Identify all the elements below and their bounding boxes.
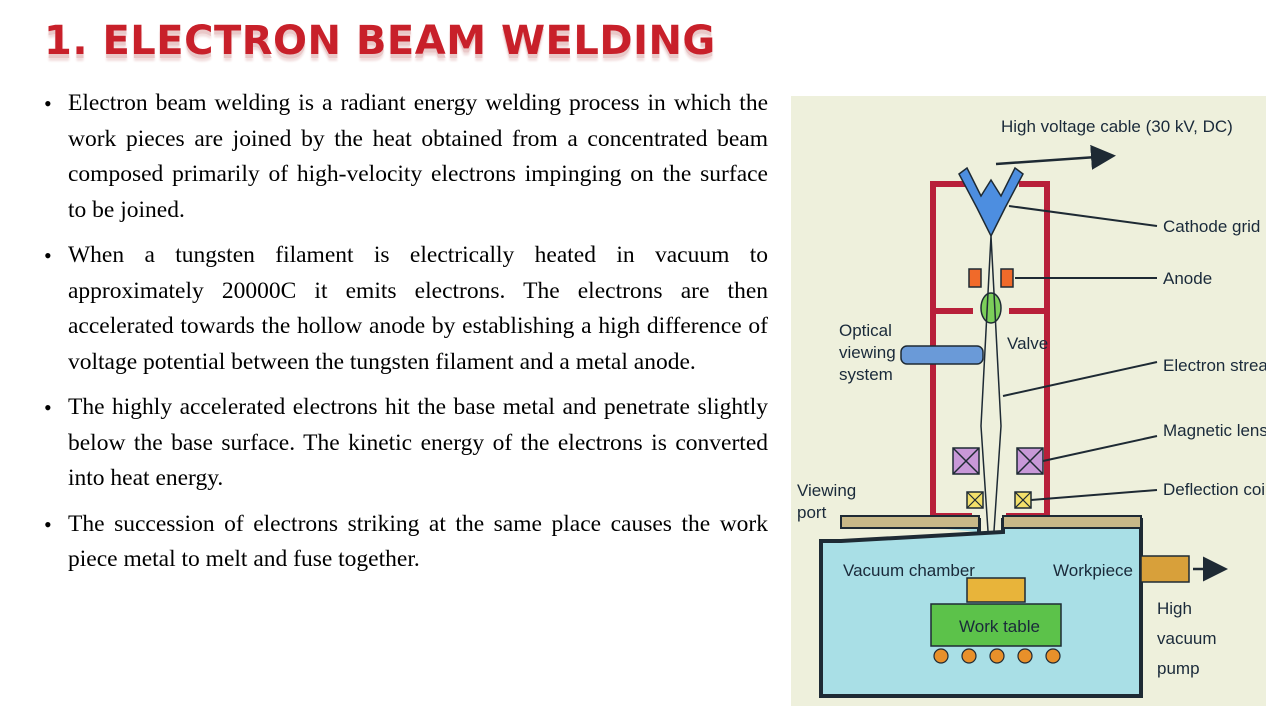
work-table-label: Work table xyxy=(959,617,1040,636)
bullet-marker: • xyxy=(44,91,52,116)
electron-beam-welding-diagram: High voltage cable (30 kV, DC) Cathode g… xyxy=(791,96,1280,706)
bullet-marker: • xyxy=(44,243,52,268)
vacuum-chamber-label: Vacuum chamber xyxy=(843,561,975,580)
bullet-list: • Electron beam welding is a radiant ene… xyxy=(44,86,768,588)
bullet-item: • The succession of electrons striking a… xyxy=(44,507,768,578)
cathode-grid xyxy=(958,166,1024,238)
valve-label: Valve xyxy=(1007,334,1048,353)
valve xyxy=(980,292,1002,324)
magnetic-lens-right-x xyxy=(1016,447,1044,475)
pump-label-1: High xyxy=(1157,599,1192,618)
magnetic-lens-leader xyxy=(1042,435,1158,462)
bullet-item: • Electron beam welding is a radiant ene… xyxy=(44,86,768,228)
optical-label-2: viewing xyxy=(839,343,896,362)
slide-title: 1. ELECTRON BEAM WELDING xyxy=(44,18,716,64)
bullet-text: The highly accelerated electrons hit the… xyxy=(68,394,768,491)
roller xyxy=(1045,648,1061,664)
deflection-leader xyxy=(1030,489,1158,501)
anode-right xyxy=(1000,268,1014,288)
deflection-coil-right-x xyxy=(1014,491,1032,509)
viewing-port-label-2: port xyxy=(797,503,827,522)
cable-label: High voltage cable (30 kV, DC) xyxy=(1001,117,1233,136)
electron-stream-leader xyxy=(1002,361,1158,397)
bullet-marker: • xyxy=(44,511,52,537)
gun-column-upper xyxy=(930,181,1050,314)
cathode-label: Cathode grid xyxy=(1163,217,1260,236)
roller xyxy=(961,648,977,664)
bullet-item: • When a tungsten filament is electrical… xyxy=(44,238,768,380)
magnetic-lens-left-x xyxy=(952,447,980,475)
roller xyxy=(989,648,1005,664)
chamber-top-plate-left xyxy=(840,515,980,529)
bullet-text: The succession of electrons striking at … xyxy=(68,510,768,573)
optical-label-3: system xyxy=(839,365,893,384)
chamber-top-plate-right xyxy=(1002,515,1142,529)
workpiece-label: Workpiece xyxy=(1053,561,1133,580)
electron-stream-label: Electron stream xyxy=(1163,356,1266,375)
cable-line xyxy=(995,144,1116,170)
anode-left xyxy=(968,268,982,288)
bullet-item: • The highly accelerated electrons hit t… xyxy=(44,390,768,497)
work-table xyxy=(930,603,1062,647)
roller xyxy=(933,648,949,664)
viewing-port-label-1: Viewing xyxy=(797,481,856,500)
roller xyxy=(1017,648,1033,664)
bullet-text: When a tungsten filament is electrically… xyxy=(68,242,768,375)
optical-label-1: Optical xyxy=(839,321,892,340)
magnetic-lens-label: Magnetic lens xyxy=(1163,421,1266,440)
cathode-leader xyxy=(1008,205,1158,227)
anode-label: Anode xyxy=(1163,269,1212,288)
pump-label-2: vacuum xyxy=(1157,629,1217,648)
workpiece xyxy=(966,577,1026,603)
pump-label-3: pump xyxy=(1157,659,1200,678)
bullet-text: Electron beam welding is a radiant energ… xyxy=(68,90,768,223)
deflection-coil-left-x xyxy=(966,491,984,509)
vacuum-pump-pipe xyxy=(1140,555,1190,583)
bullet-marker: • xyxy=(44,395,52,420)
optical-viewing-tube xyxy=(900,345,984,365)
deflection-label: Deflection coils xyxy=(1163,480,1266,499)
